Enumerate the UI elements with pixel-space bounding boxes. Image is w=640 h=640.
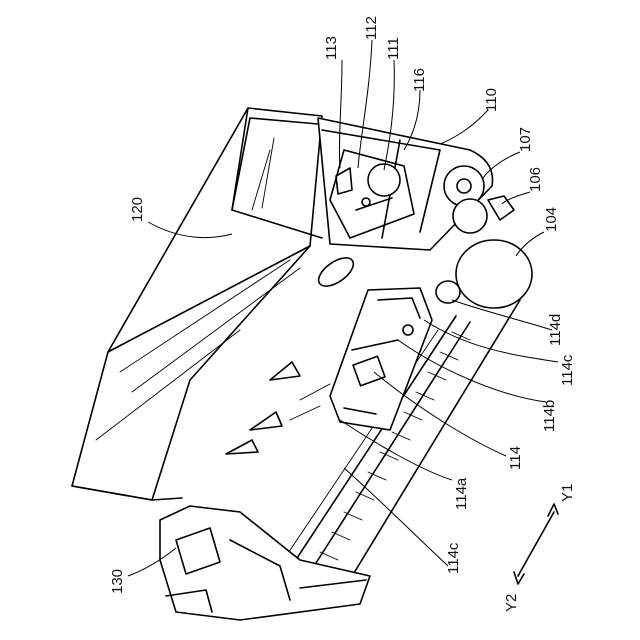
label-114a: 114a: [453, 477, 470, 510]
roller-104: [436, 240, 532, 308]
component-114: [330, 288, 432, 430]
label-112: 112: [363, 16, 380, 40]
direction-arrow: [514, 504, 558, 584]
label-120: 120: [129, 197, 146, 222]
label-111: 111: [385, 37, 402, 60]
label-116: 116: [411, 68, 428, 92]
label-114c-bottom: 114c: [445, 542, 462, 574]
label-107: 107: [517, 127, 534, 152]
housing-120: [72, 108, 322, 500]
bottom-assembly-130: [160, 506, 370, 620]
label-113: 113: [323, 36, 340, 60]
frame-110: [318, 118, 514, 250]
label-106: 106: [527, 167, 544, 192]
label-110: 110: [483, 88, 500, 112]
label-114c-top: 114c: [559, 354, 576, 386]
label-130: 130: [109, 569, 126, 594]
label-y2: Y2: [503, 594, 520, 612]
label-114d: 114d: [547, 314, 564, 346]
label-114: 114: [507, 446, 524, 470]
label-114b: 114b: [541, 400, 558, 432]
label-y1: Y1: [559, 484, 576, 502]
label-104: 104: [543, 207, 560, 232]
